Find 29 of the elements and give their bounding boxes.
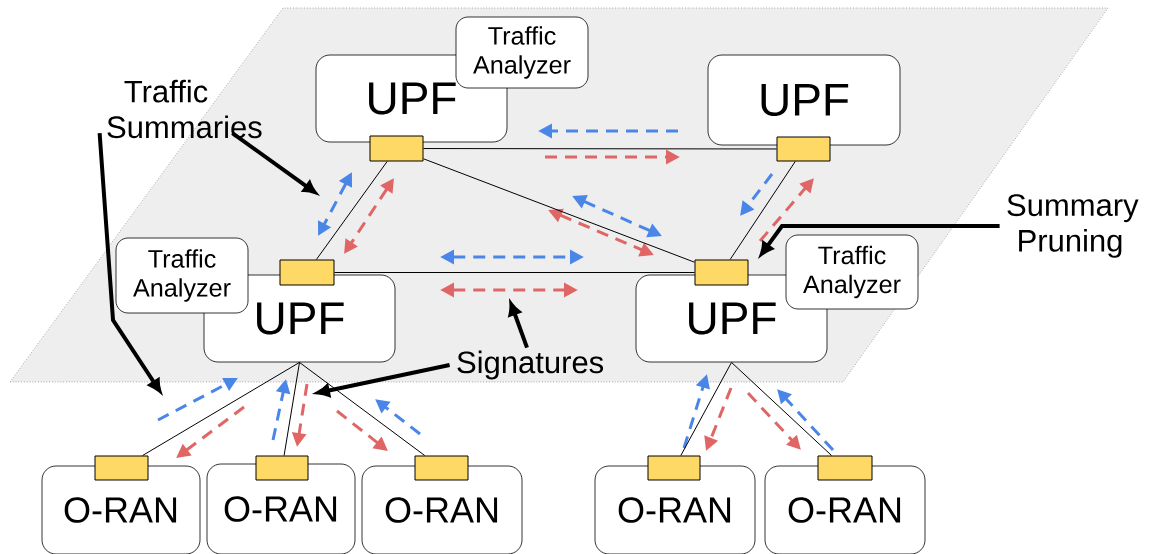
ran-box: O-RAN bbox=[41, 465, 201, 554]
port-box bbox=[255, 455, 309, 481]
ran-box: O-RAN bbox=[764, 465, 926, 554]
connector-line bbox=[423, 158, 695, 263]
port-box bbox=[694, 259, 749, 286]
analyzer-box: Traffic Analyzer bbox=[455, 16, 589, 89]
port-box bbox=[279, 259, 335, 286]
connector-line bbox=[729, 161, 796, 260]
port-box bbox=[369, 135, 424, 162]
connector-line bbox=[315, 161, 388, 260]
connector-line bbox=[283, 361, 300, 456]
port-box bbox=[817, 455, 873, 481]
connector-line bbox=[423, 148, 777, 150]
port-box bbox=[647, 455, 701, 481]
callout-label: Summary Pruning bbox=[1007, 194, 1139, 258]
network-function-box: UPF bbox=[707, 54, 901, 146]
callout-label: Signatures bbox=[457, 350, 604, 380]
analyzer-box: Traffic Analyzer bbox=[785, 234, 919, 310]
port-box bbox=[94, 455, 149, 481]
port-box bbox=[414, 455, 469, 481]
ran-box: O-RAN bbox=[361, 465, 523, 554]
connector-line bbox=[142, 361, 300, 456]
port-box bbox=[776, 136, 831, 162]
callout-label: Traffic Summaries bbox=[107, 79, 262, 139]
connector-line bbox=[731, 361, 833, 456]
connector-line bbox=[334, 272, 695, 273]
ran-box: O-RAN bbox=[594, 465, 756, 554]
connector-line bbox=[680, 361, 732, 456]
ran-box: O-RAN bbox=[206, 463, 356, 554]
